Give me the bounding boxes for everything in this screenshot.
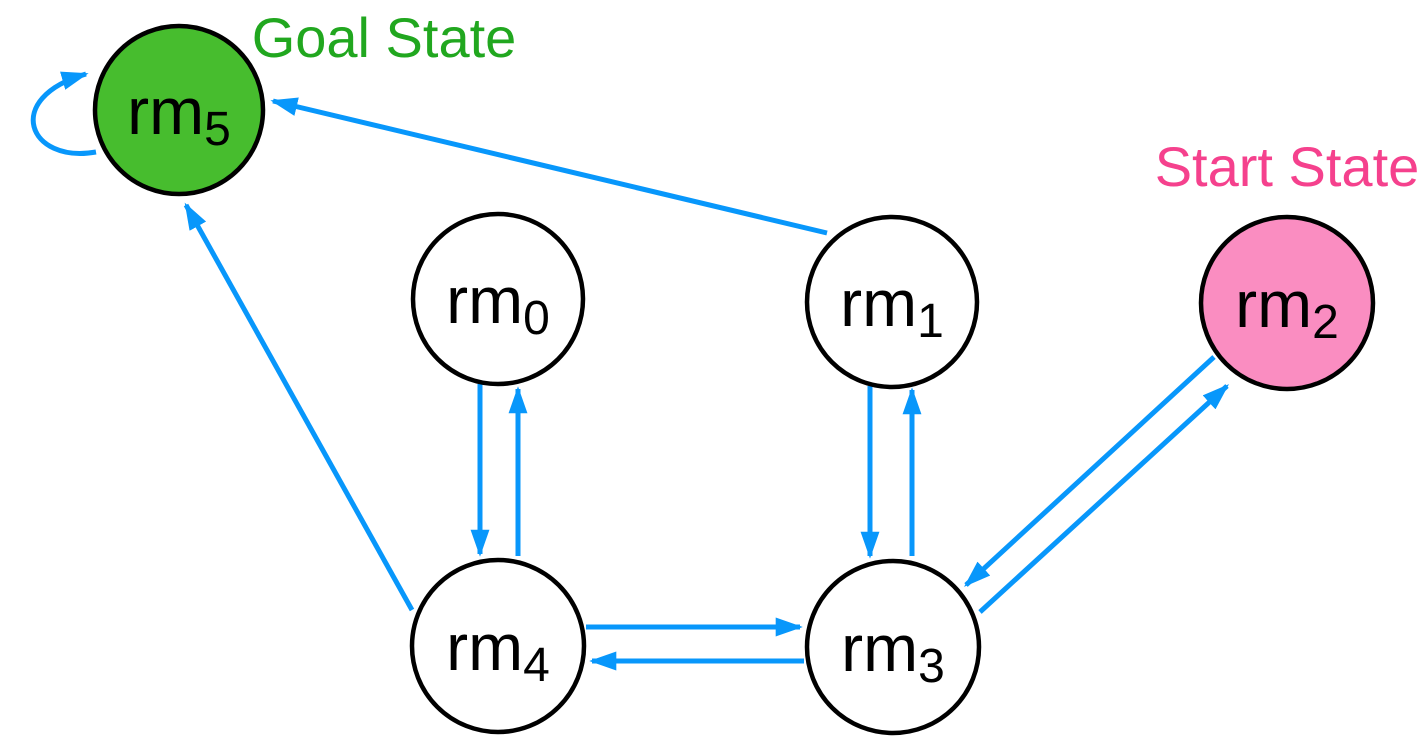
edge-rm4-to-rm5 [183, 202, 415, 612]
node-label-base-rm0: rm [446, 263, 523, 337]
edge-rm2-to-rm3 [964, 355, 1216, 587]
node-label-base-rm1: rm [840, 266, 917, 340]
node-label-base-rm3: rm [841, 611, 918, 685]
node-label-rm1: rm1 [840, 266, 944, 348]
state-node-rm1 [804, 214, 980, 390]
node-label-rm4: rm4 [446, 610, 550, 692]
node-label-subscript-rm0: 0 [523, 292, 550, 345]
node-label-subscript-rm3: 3 [918, 640, 945, 693]
goal-state-label: Goal State [252, 6, 517, 69]
state-node-rm5 [92, 23, 266, 197]
node-label-base-rm2: rm [1235, 267, 1312, 341]
node-label-subscript-rm5: 5 [204, 103, 231, 156]
node-label-rm0: rm0 [446, 263, 550, 345]
node-label-base-rm5: rm [127, 74, 204, 148]
state-node-rm0 [410, 211, 586, 387]
edge-rm3-to-rm2 [978, 384, 1229, 614]
self-loop-rm5 [30, 71, 97, 156]
state-node-rm3 [804, 558, 982, 736]
node-label-subscript-rm1: 1 [917, 295, 944, 348]
start-state-label: Start State [1155, 135, 1420, 198]
nodes-layer [92, 23, 1376, 736]
node-label-rm5: rm5 [127, 74, 231, 156]
node-label-rm2: rm2 [1235, 267, 1339, 349]
node-label-rm3: rm3 [841, 611, 945, 693]
state-node-rm2 [1198, 214, 1376, 392]
edge-rm1-to-rm5 [270, 97, 828, 236]
node-label-subscript-rm4: 4 [523, 639, 550, 692]
state-node-rm4 [409, 557, 587, 735]
edges-layer [30, 71, 1229, 671]
node-label-base-rm4: rm [446, 610, 523, 684]
node-label-subscript-rm2: 2 [1312, 296, 1339, 349]
